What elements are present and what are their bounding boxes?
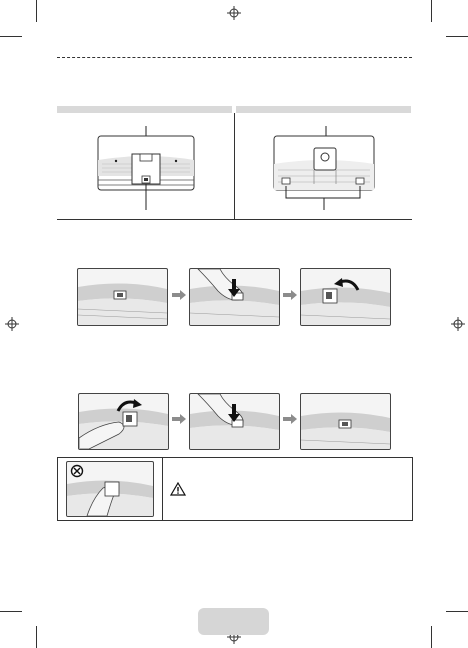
section-dashed-rule bbox=[57, 57, 412, 58]
column-divider bbox=[234, 113, 235, 220]
crop-mark-tl-v bbox=[36, 0, 37, 22]
registration-target-icon bbox=[5, 317, 19, 331]
column-header-right bbox=[236, 106, 411, 113]
step-image-3 bbox=[300, 268, 391, 326]
crop-mark-tr-v bbox=[431, 0, 432, 22]
step-image-1 bbox=[77, 268, 168, 326]
page-number-tab bbox=[198, 608, 269, 635]
down-arrow-icon bbox=[228, 404, 240, 422]
step-image-2 bbox=[189, 268, 280, 326]
crop-mark-bl-v bbox=[36, 626, 37, 648]
prohibited-example-image bbox=[66, 461, 154, 517]
crop-mark-tl-h bbox=[0, 36, 22, 37]
crop-mark-bl-h bbox=[0, 611, 22, 612]
crop-mark-tr-h bbox=[446, 36, 468, 37]
warning-box-divider bbox=[162, 458, 163, 520]
gray-right-arrow-icon bbox=[172, 414, 186, 424]
down-arrow-icon bbox=[228, 279, 240, 297]
gray-right-arrow-icon bbox=[283, 414, 297, 424]
panel-bottom-rule bbox=[57, 219, 412, 220]
tv-back-diagram-left bbox=[97, 126, 195, 210]
warning-box bbox=[57, 457, 413, 521]
gray-right-arrow-icon bbox=[172, 290, 186, 300]
crop-mark-br-v bbox=[431, 626, 432, 648]
registration-target-icon bbox=[227, 6, 241, 20]
step-image-6 bbox=[300, 393, 391, 450]
curved-rotate-arrow-icon bbox=[116, 399, 142, 412]
curved-rotate-arrow-icon bbox=[334, 278, 360, 291]
column-header-left bbox=[57, 106, 232, 113]
tv-back-diagram-right bbox=[273, 126, 375, 210]
crop-mark-br-h bbox=[446, 611, 468, 612]
registration-target-icon bbox=[451, 317, 465, 331]
gray-right-arrow-icon bbox=[283, 290, 297, 300]
warning-triangle-icon bbox=[170, 482, 186, 496]
prohibited-circle-x-icon bbox=[70, 464, 84, 478]
